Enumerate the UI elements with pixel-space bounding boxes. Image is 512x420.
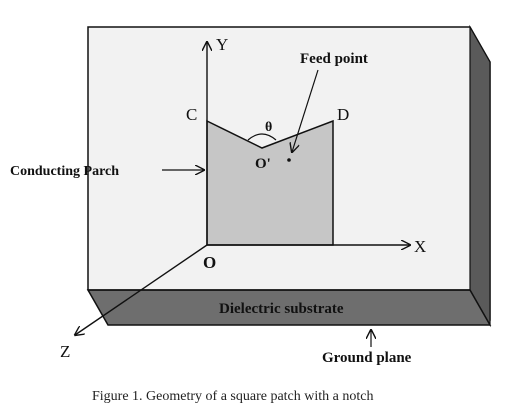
feed-point-label: Feed point — [300, 51, 368, 67]
z-axis — [75, 244, 208, 335]
origin-label: O — [203, 253, 216, 272]
angle-label: θ — [265, 120, 272, 135]
feed-point-marker — [287, 158, 291, 162]
corner-c-label: C — [186, 105, 197, 124]
x-axis-label: X — [414, 237, 426, 256]
substrate-side-face — [469, 24, 491, 328]
feed-point-arrow — [292, 69, 319, 152]
conducting-parch-label: Conducting Parch — [10, 164, 119, 179]
dielectric-substrate-label: Dielectric substrate — [219, 301, 344, 317]
corner-d-label: D — [337, 105, 349, 124]
z-axis-label: Z — [60, 342, 70, 361]
angle-arc — [247, 133, 277, 141]
y-axis-label: Y — [216, 35, 228, 54]
notch-point-label: O' — [255, 156, 271, 172]
ground-plane-label: Ground plane — [322, 350, 412, 366]
figure-caption: Figure 1. Geometry of a square patch wit… — [92, 389, 373, 404]
